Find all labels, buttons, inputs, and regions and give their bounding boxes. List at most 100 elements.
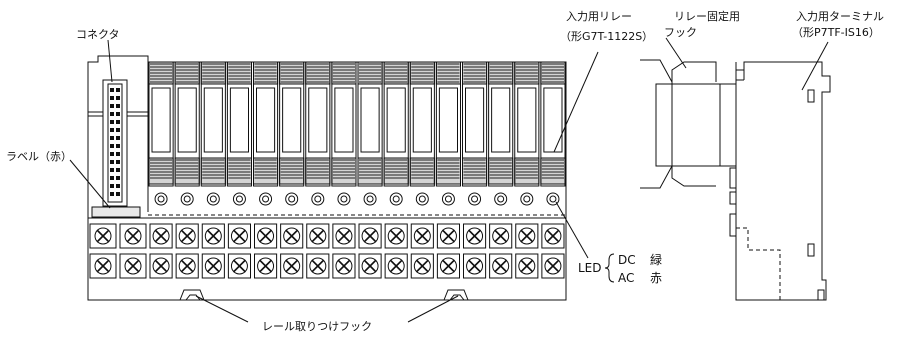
terminal-screw-slot [180, 259, 194, 273]
led-inner [471, 195, 479, 203]
terminal-screw-slot [126, 259, 140, 273]
label-input-relay-2: （形G7T-1122S） [560, 30, 653, 43]
connector-pin [110, 176, 114, 180]
relay-bottom-grip [462, 157, 488, 185]
terminal-screw-slot [126, 229, 140, 243]
terminal-screw-slot [154, 229, 168, 243]
terminal-screw-slot [285, 229, 299, 243]
leader-rail-left [195, 295, 249, 323]
relay-window [412, 87, 432, 153]
relay-window [386, 87, 406, 153]
terminal-screw-slot [232, 229, 247, 243]
terminal-screw-slot [546, 229, 560, 243]
relay-bottom-grip [226, 157, 252, 185]
label-led-ac: AC [618, 271, 634, 285]
relay-top-grip [200, 61, 226, 85]
leader-connector [107, 39, 113, 83]
relay-bottom-grip [279, 157, 305, 185]
connector-pin [116, 88, 120, 92]
terminal-screw-slot [520, 259, 534, 273]
relay-bottom-grip [305, 157, 331, 185]
terminal-screw-slot [441, 229, 456, 243]
led-inner [314, 195, 322, 203]
relay-top-grip [174, 61, 200, 85]
relay-top-grip [514, 61, 540, 85]
connector-pins [110, 88, 120, 196]
terminal-screw-slot [232, 259, 247, 273]
connector-pin [110, 152, 114, 156]
leader-label-red [69, 159, 111, 209]
relay-top-grip [488, 61, 514, 85]
terminal-screw-slot [206, 259, 220, 273]
relay-window [543, 87, 563, 153]
terminal-screw-slot [154, 259, 168, 273]
front-view [87, 55, 567, 301]
relay-row [148, 61, 566, 187]
led-inner [235, 195, 243, 203]
led-inner [392, 195, 400, 203]
led-inner [444, 195, 452, 203]
side-view [640, 59, 831, 301]
terminal-screw-slot [441, 259, 456, 273]
label-connector: コネクタ [76, 28, 120, 41]
connector-pin [116, 104, 120, 108]
led-inner [157, 195, 165, 203]
led-inner [366, 195, 374, 203]
terminal-screw-slot [389, 229, 403, 243]
terminal-screw-slot [363, 229, 377, 243]
relay-top-grip [305, 61, 331, 85]
label-led: LED [578, 261, 602, 275]
relay-window [203, 87, 223, 153]
terminal-side-outline [729, 61, 831, 301]
led-inner [418, 195, 426, 203]
connector-pin [116, 176, 120, 180]
terminal-screw-slot [206, 229, 220, 243]
side-window [817, 289, 825, 301]
relay-bottom-grip [435, 157, 461, 185]
connector-pin [116, 184, 120, 188]
connector-pin [110, 192, 114, 196]
terminal-block [89, 223, 565, 279]
relay-bottom-grip [540, 157, 566, 185]
relay-side-body [655, 83, 721, 167]
label-input-relay-1: 入力用リレー [566, 10, 632, 23]
terminal-screw-slot [467, 229, 482, 243]
relay-bottom-grip [488, 157, 514, 185]
connector-pin [116, 152, 120, 156]
terminal-screw-slot [311, 259, 325, 273]
led-inner [523, 195, 531, 203]
terminal-screw-slot [96, 229, 110, 243]
label-led-ac-color: 赤 [650, 271, 662, 285]
terminal-screw-slot [337, 259, 351, 273]
led-row [154, 192, 560, 206]
connector-pin [110, 88, 114, 92]
relay-hook-bottom [640, 165, 716, 189]
label-red-patch [91, 206, 141, 218]
relay-bottom-grip [253, 157, 279, 185]
relay-window [282, 87, 302, 153]
terminal-screw-slot [180, 229, 194, 243]
connector-pin [110, 96, 114, 100]
relay-bottom-grip [383, 157, 409, 185]
relay-top-grip [409, 61, 435, 85]
relay-top-grip [462, 61, 488, 85]
terminal-screw-slot [494, 259, 508, 273]
relay-window [256, 87, 276, 153]
connector-pin [116, 168, 120, 172]
connector-pin [110, 184, 114, 188]
terminal-screw-slot [415, 259, 429, 273]
label-relay-hook-1: リレー固定用 [674, 9, 740, 23]
terminal-screw-slot [494, 229, 508, 243]
relay-window [177, 87, 197, 153]
terminal-screw-slot [546, 259, 560, 273]
connector-pin [116, 96, 120, 100]
connector-pin [116, 160, 120, 164]
side-window [807, 243, 815, 257]
leader-terminal [801, 41, 829, 91]
side-clip [729, 191, 737, 205]
rail-hook-right [443, 289, 469, 301]
relay-bottom-grip [174, 157, 200, 185]
terminal-screw-slot [285, 259, 299, 273]
relay-window [151, 87, 171, 153]
